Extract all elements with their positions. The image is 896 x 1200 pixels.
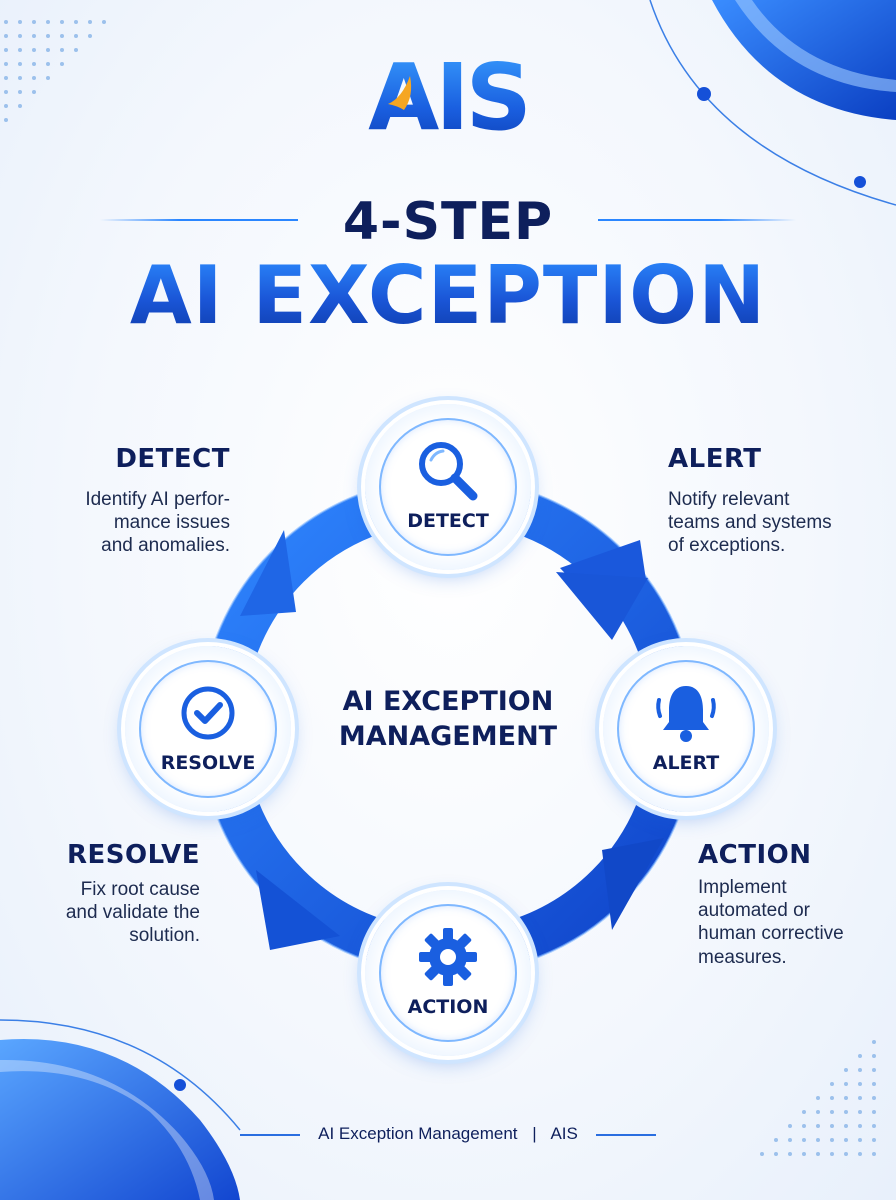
ais-logo: AIS (0, 52, 896, 144)
node-label-resolve: RESOLVE (160, 752, 256, 774)
footer-right-text: AIS (550, 1124, 578, 1143)
desc-line: Identify AI perfor- (85, 489, 230, 510)
node-label-alert: ALERT (652, 752, 720, 774)
desc-line: mance issues (113, 512, 230, 534)
desc-line: solution. (129, 925, 200, 947)
title-divider-left (100, 219, 298, 221)
title-line-2: AI EXCEPTION (0, 252, 896, 340)
desc-line: Fix root cause (80, 879, 200, 900)
step-desc-alert: ALERT Notify relevant teams and systems … (668, 444, 878, 558)
cycle-center-title: AI EXCEPTION MANAGEMENT (298, 684, 598, 754)
node-alert: ALERT (603, 646, 769, 812)
dot-grid-top-left (4, 20, 154, 160)
desc-line: teams and systems (668, 512, 832, 534)
node-action: ACTION (365, 890, 531, 1056)
node-resolve: RESOLVE (125, 646, 291, 812)
logo-text: AIS (368, 44, 532, 151)
desc-line: Implement (698, 877, 787, 898)
gear-icon (419, 928, 477, 986)
dot-grid-bottom-right (760, 1040, 890, 1190)
step-text-action: Implement automated or human corrective … (698, 876, 888, 969)
step-desc-detect: DETECT Identify AI perfor- mance issues … (40, 444, 230, 558)
footer: AI Exception Management | AIS (0, 1124, 896, 1144)
step-heading-detect: DETECT (115, 444, 230, 474)
checkmark-circle-icon (181, 686, 235, 740)
desc-line: and validate the (65, 902, 200, 924)
title-divider-right (598, 219, 796, 221)
node-label-detect: DETECT (407, 510, 489, 532)
step-desc-action: ACTION Implement automated or human corr… (698, 840, 888, 969)
step-heading-alert: ALERT (668, 444, 762, 474)
node-detect: DETECT (365, 404, 531, 570)
desc-line: human corrective (698, 923, 844, 945)
title-line-1: 4-STEP (342, 192, 554, 252)
footer-divider-left (240, 1134, 300, 1136)
desc-line: of exceptions. (668, 535, 786, 557)
step-desc-resolve: RESOLVE Fix root cause and validate the … (20, 840, 200, 948)
desc-line: measures. (698, 946, 787, 968)
node-label-action: ACTION (407, 996, 489, 1018)
center-line-1: AI EXCEPTION (342, 686, 554, 717)
step-text-resolve: Fix root cause and validate the solution… (20, 878, 200, 948)
step-text-alert: Notify relevant teams and systems of exc… (668, 488, 878, 558)
center-line-2: MANAGEMENT (338, 721, 558, 753)
footer-divider-right (596, 1134, 656, 1136)
desc-line: Notify relevant (668, 489, 790, 510)
footer-separator: | (532, 1124, 537, 1143)
step-text-detect: Identify AI perfor- mance issues and ano… (40, 488, 230, 558)
step-heading-action: ACTION (698, 840, 812, 870)
logo-accent-swoosh (388, 76, 412, 110)
magnifier-icon (419, 442, 478, 501)
bell-icon (656, 686, 716, 742)
footer-left-text: AI Exception Management (318, 1124, 518, 1143)
desc-line: and anomalies. (101, 535, 230, 557)
step-heading-resolve: RESOLVE (67, 840, 200, 870)
desc-line: automated or (698, 900, 810, 922)
